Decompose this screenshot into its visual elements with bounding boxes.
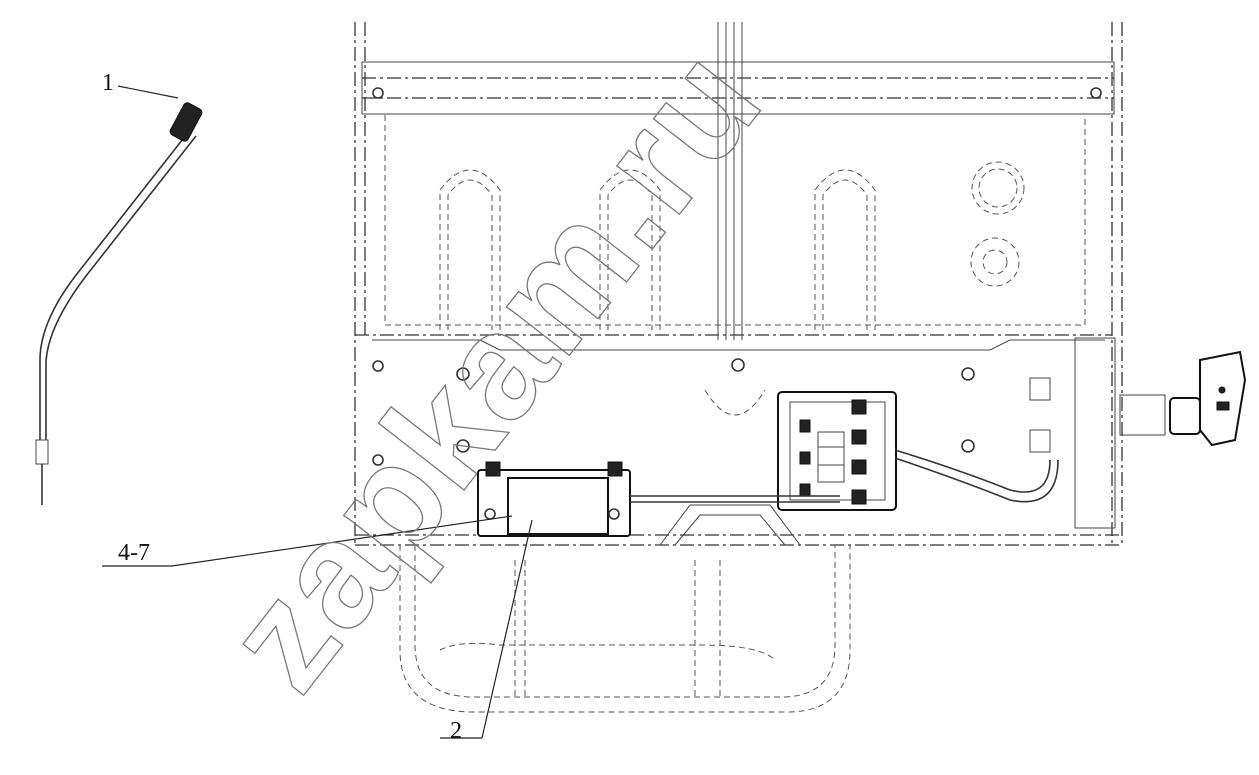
callout-label-2: 2 <box>450 718 462 744</box>
bolt-hole <box>1090 87 1102 99</box>
wire-probe <box>35 102 203 505</box>
watermark: zapkam.ru <box>193 17 793 719</box>
frame-assembly <box>354 22 1166 546</box>
lower-tube-frame <box>399 504 851 713</box>
callout-label-1: 1 <box>102 70 114 96</box>
leader-lines <box>102 85 533 739</box>
port-circle <box>970 237 1020 287</box>
bolt-hole <box>372 87 384 99</box>
control-cable <box>894 449 1051 493</box>
control-box <box>777 391 897 511</box>
port-circle <box>971 161 1025 215</box>
connector-plug <box>1169 350 1247 447</box>
callout-label-4-7: 4-7 <box>118 540 150 566</box>
junction-box <box>477 461 840 537</box>
